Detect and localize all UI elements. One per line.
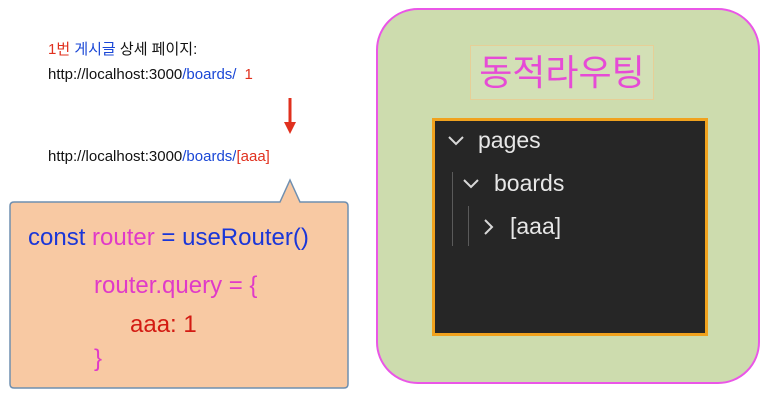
- tree-guide-line: [452, 172, 453, 246]
- tree-item-boards[interactable]: boards: [494, 170, 565, 196]
- url-base: http://localhost:3000: [48, 66, 183, 83]
- code-callout: [9, 178, 349, 389]
- chevron-down-icon[interactable]: [462, 177, 480, 191]
- title-box: [470, 45, 654, 100]
- heading-rest: 상세 페이지:: [115, 41, 198, 58]
- heading-number: 1번: [48, 41, 71, 58]
- url-base: http://localhost:3000: [48, 148, 183, 165]
- url-id: 1: [244, 66, 253, 83]
- chevron-down-icon[interactable]: [447, 134, 465, 148]
- tree-guide-line: [468, 206, 469, 246]
- code-const: const: [28, 224, 86, 251]
- url-path: /boards/: [182, 148, 237, 165]
- down-arrow-icon: [284, 98, 296, 134]
- heading-boards: 게시글: [74, 41, 116, 58]
- code-line-query-value: aaa: 1: [130, 311, 197, 338]
- code-line-use-router: const router = useRouter(): [28, 224, 309, 252]
- page-heading: 1번 게시글 상세 페이지:: [48, 38, 197, 59]
- code-use-router-call: = useRouter(): [161, 224, 309, 251]
- actual-url: http://localhost:3000/boards/1: [48, 66, 253, 83]
- url-path: /boards/: [182, 66, 237, 83]
- pattern-url: http://localhost:3000/boards/[aaa]: [48, 148, 270, 165]
- tree-item-aaa[interactable]: [aaa]: [510, 213, 562, 239]
- code-line-query-open: router.query = {: [94, 272, 258, 299]
- code-router-var: router: [92, 224, 155, 251]
- code-line-query-close: }: [94, 345, 103, 372]
- panel-title: 동적라우팅: [479, 52, 645, 93]
- tree-item-pages[interactable]: pages: [478, 127, 541, 153]
- file-explorer: [432, 118, 708, 336]
- url-param: [aaa]: [236, 148, 270, 165]
- chevron-right-icon[interactable]: [482, 218, 494, 236]
